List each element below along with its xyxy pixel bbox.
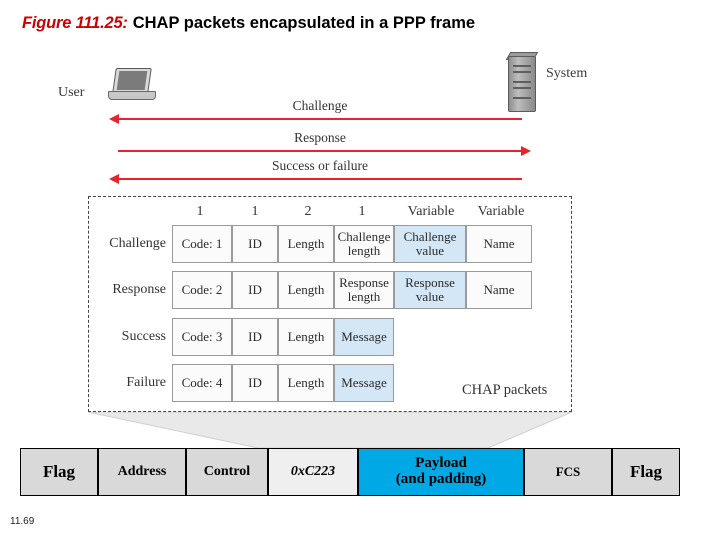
size-header-3: 1 bbox=[358, 204, 366, 219]
cell-name: Name bbox=[466, 225, 532, 263]
cell-challenge-value: Challenge value bbox=[394, 225, 466, 263]
server-slot bbox=[513, 65, 531, 67]
ppp-frame: Flag Address Control 0xC223 Payload (and… bbox=[20, 448, 680, 496]
size-header-4: Variable bbox=[407, 204, 455, 219]
ppp-field-protocol: 0xC223 bbox=[268, 448, 358, 496]
packet-name-success: Success bbox=[121, 329, 166, 344]
ppp-field-payload: Payload (and padding) bbox=[358, 448, 524, 496]
figure-label: Figure 111.25: bbox=[22, 14, 128, 32]
ppp-field-flag-start: Flag bbox=[20, 448, 98, 496]
laptop-screen-inner bbox=[116, 71, 148, 90]
cell-message: Message bbox=[334, 318, 394, 356]
page-number: 11.69 bbox=[10, 516, 35, 527]
packet-row-success: Success Code: 3 ID Length Message bbox=[0, 318, 720, 356]
cell-code: Code: 2 bbox=[172, 271, 232, 309]
message-label-success-or-failure: Success or failure bbox=[272, 158, 368, 173]
arrow-response bbox=[118, 146, 531, 156]
chap-packets-caption: CHAP packets bbox=[462, 382, 548, 398]
cell-length: Length bbox=[278, 225, 334, 263]
cell-id: ID bbox=[232, 364, 278, 402]
cell-length: Length bbox=[278, 318, 334, 356]
packet-row-challenge: Challenge Code: 1 ID Length Challenge le… bbox=[0, 225, 720, 263]
cell-id: ID bbox=[232, 271, 278, 309]
cell-length: Length bbox=[278, 364, 334, 402]
size-header-0: 1 bbox=[196, 204, 204, 219]
arrow-head-left-icon bbox=[109, 174, 119, 184]
size-header-5: Variable bbox=[477, 204, 525, 219]
server-icon bbox=[505, 52, 539, 112]
arrow-head-right-icon bbox=[521, 146, 531, 156]
arrow-head-left-icon bbox=[109, 114, 119, 124]
laptop-icon bbox=[108, 68, 156, 102]
ppp-field-flag-end: Flag bbox=[612, 448, 680, 496]
laptop-screen bbox=[112, 68, 152, 93]
cell-code: Code: 4 bbox=[172, 364, 232, 402]
server-slot bbox=[513, 81, 531, 83]
laptop-base bbox=[108, 91, 156, 100]
packet-name-response: Response bbox=[112, 282, 166, 297]
size-header-2: 2 bbox=[304, 204, 312, 219]
cell-response-value: Response value bbox=[394, 271, 466, 309]
user-label: User bbox=[58, 85, 85, 100]
funnel-connector bbox=[88, 412, 572, 448]
ppp-field-address: Address bbox=[98, 448, 186, 496]
ppp-field-fcs: FCS bbox=[524, 448, 612, 496]
server-body bbox=[508, 56, 536, 112]
challenge-response-exchange: User System Challenge Response Success o… bbox=[0, 50, 720, 195]
cell-length: Length bbox=[278, 271, 334, 309]
server-slot bbox=[513, 71, 531, 73]
server-slot bbox=[513, 87, 531, 89]
packet-row-response: Response Code: 2 ID Length Response leng… bbox=[0, 271, 720, 309]
figure-caption: CHAP packets encapsulated in a PPP frame bbox=[132, 14, 476, 32]
system-label: System bbox=[546, 66, 588, 81]
cell-id: ID bbox=[232, 318, 278, 356]
packet-name-failure: Failure bbox=[126, 375, 166, 390]
ppp-field-control: Control bbox=[186, 448, 268, 496]
size-header-1: 1 bbox=[251, 204, 259, 219]
cell-id: ID bbox=[232, 225, 278, 263]
cell-message: Message bbox=[334, 364, 394, 402]
figure-title: Figure 111.25:CHAP packets encapsulated … bbox=[22, 14, 475, 33]
cell-code: Code: 3 bbox=[172, 318, 232, 356]
packet-row-failure: Failure Code: 4 ID Length Message bbox=[0, 364, 720, 402]
packet-name-challenge: Challenge bbox=[109, 236, 166, 251]
cell-challenge-length: Challenge length bbox=[334, 225, 394, 263]
cell-code: Code: 1 bbox=[172, 225, 232, 263]
message-label-challenge: Challenge bbox=[292, 98, 348, 113]
cell-name: Name bbox=[466, 271, 532, 309]
arrow-success-failure bbox=[109, 174, 522, 184]
message-label-response: Response bbox=[294, 130, 346, 145]
server-slot bbox=[513, 97, 531, 99]
arrow-challenge bbox=[109, 114, 522, 124]
cell-response-length: Response length bbox=[334, 271, 394, 309]
